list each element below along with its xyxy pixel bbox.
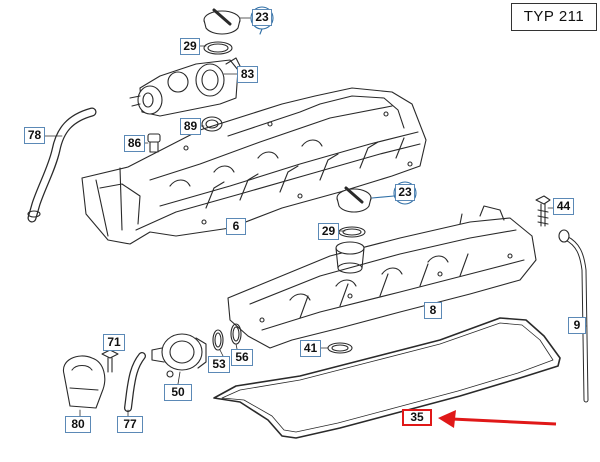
callout-77: 77 <box>117 416 143 433</box>
callout-8: 8 <box>424 302 442 319</box>
callout-86: 86 <box>124 135 145 152</box>
callout-50: 50 <box>164 384 192 401</box>
cover-80 <box>62 355 106 409</box>
callout-29-top: 29 <box>180 38 200 55</box>
callout-83: 83 <box>237 66 258 83</box>
callout-circle-23-middle <box>393 181 417 205</box>
callout-89: 89 <box>180 118 201 135</box>
callout-44: 44 <box>553 198 574 215</box>
seal-ring-89 <box>201 116 223 132</box>
oil-filler-cap-top <box>203 8 241 35</box>
oil-separator <box>129 57 241 117</box>
callout-41: 41 <box>300 340 321 357</box>
model-type-label: TYP 211 <box>511 3 597 31</box>
oil-filler-cap-middle <box>336 186 372 213</box>
bolt-44 <box>535 195 551 227</box>
dipstick-tube <box>558 229 589 403</box>
plug-screw-86 <box>147 133 161 153</box>
callout-56: 56 <box>231 349 253 366</box>
seal-ring-middle <box>338 226 366 238</box>
seal-ring-top <box>203 41 233 55</box>
callout-35-highlighted: 35 <box>402 409 432 426</box>
valve-cover-lower <box>227 205 537 349</box>
hose-77 <box>124 352 146 412</box>
callout-80: 80 <box>65 416 91 433</box>
valve-cover-upper <box>81 87 427 245</box>
highlight-arrow <box>438 410 557 428</box>
camshaft-magnet <box>151 333 207 378</box>
callout-78: 78 <box>24 127 45 144</box>
callout-6: 6 <box>226 218 246 235</box>
breather-hose <box>27 107 97 223</box>
callout-9: 9 <box>568 317 586 334</box>
valve-cover-gasket <box>213 317 561 439</box>
callout-53: 53 <box>208 356 230 373</box>
callout-29-middle: 29 <box>318 223 339 240</box>
callout-23-top: 23 <box>252 9 272 26</box>
bolt-71 <box>101 349 119 373</box>
callout-71: 71 <box>103 334 125 351</box>
callout-23-middle: 23 <box>395 184 415 201</box>
o-ring-53 <box>212 329 224 351</box>
